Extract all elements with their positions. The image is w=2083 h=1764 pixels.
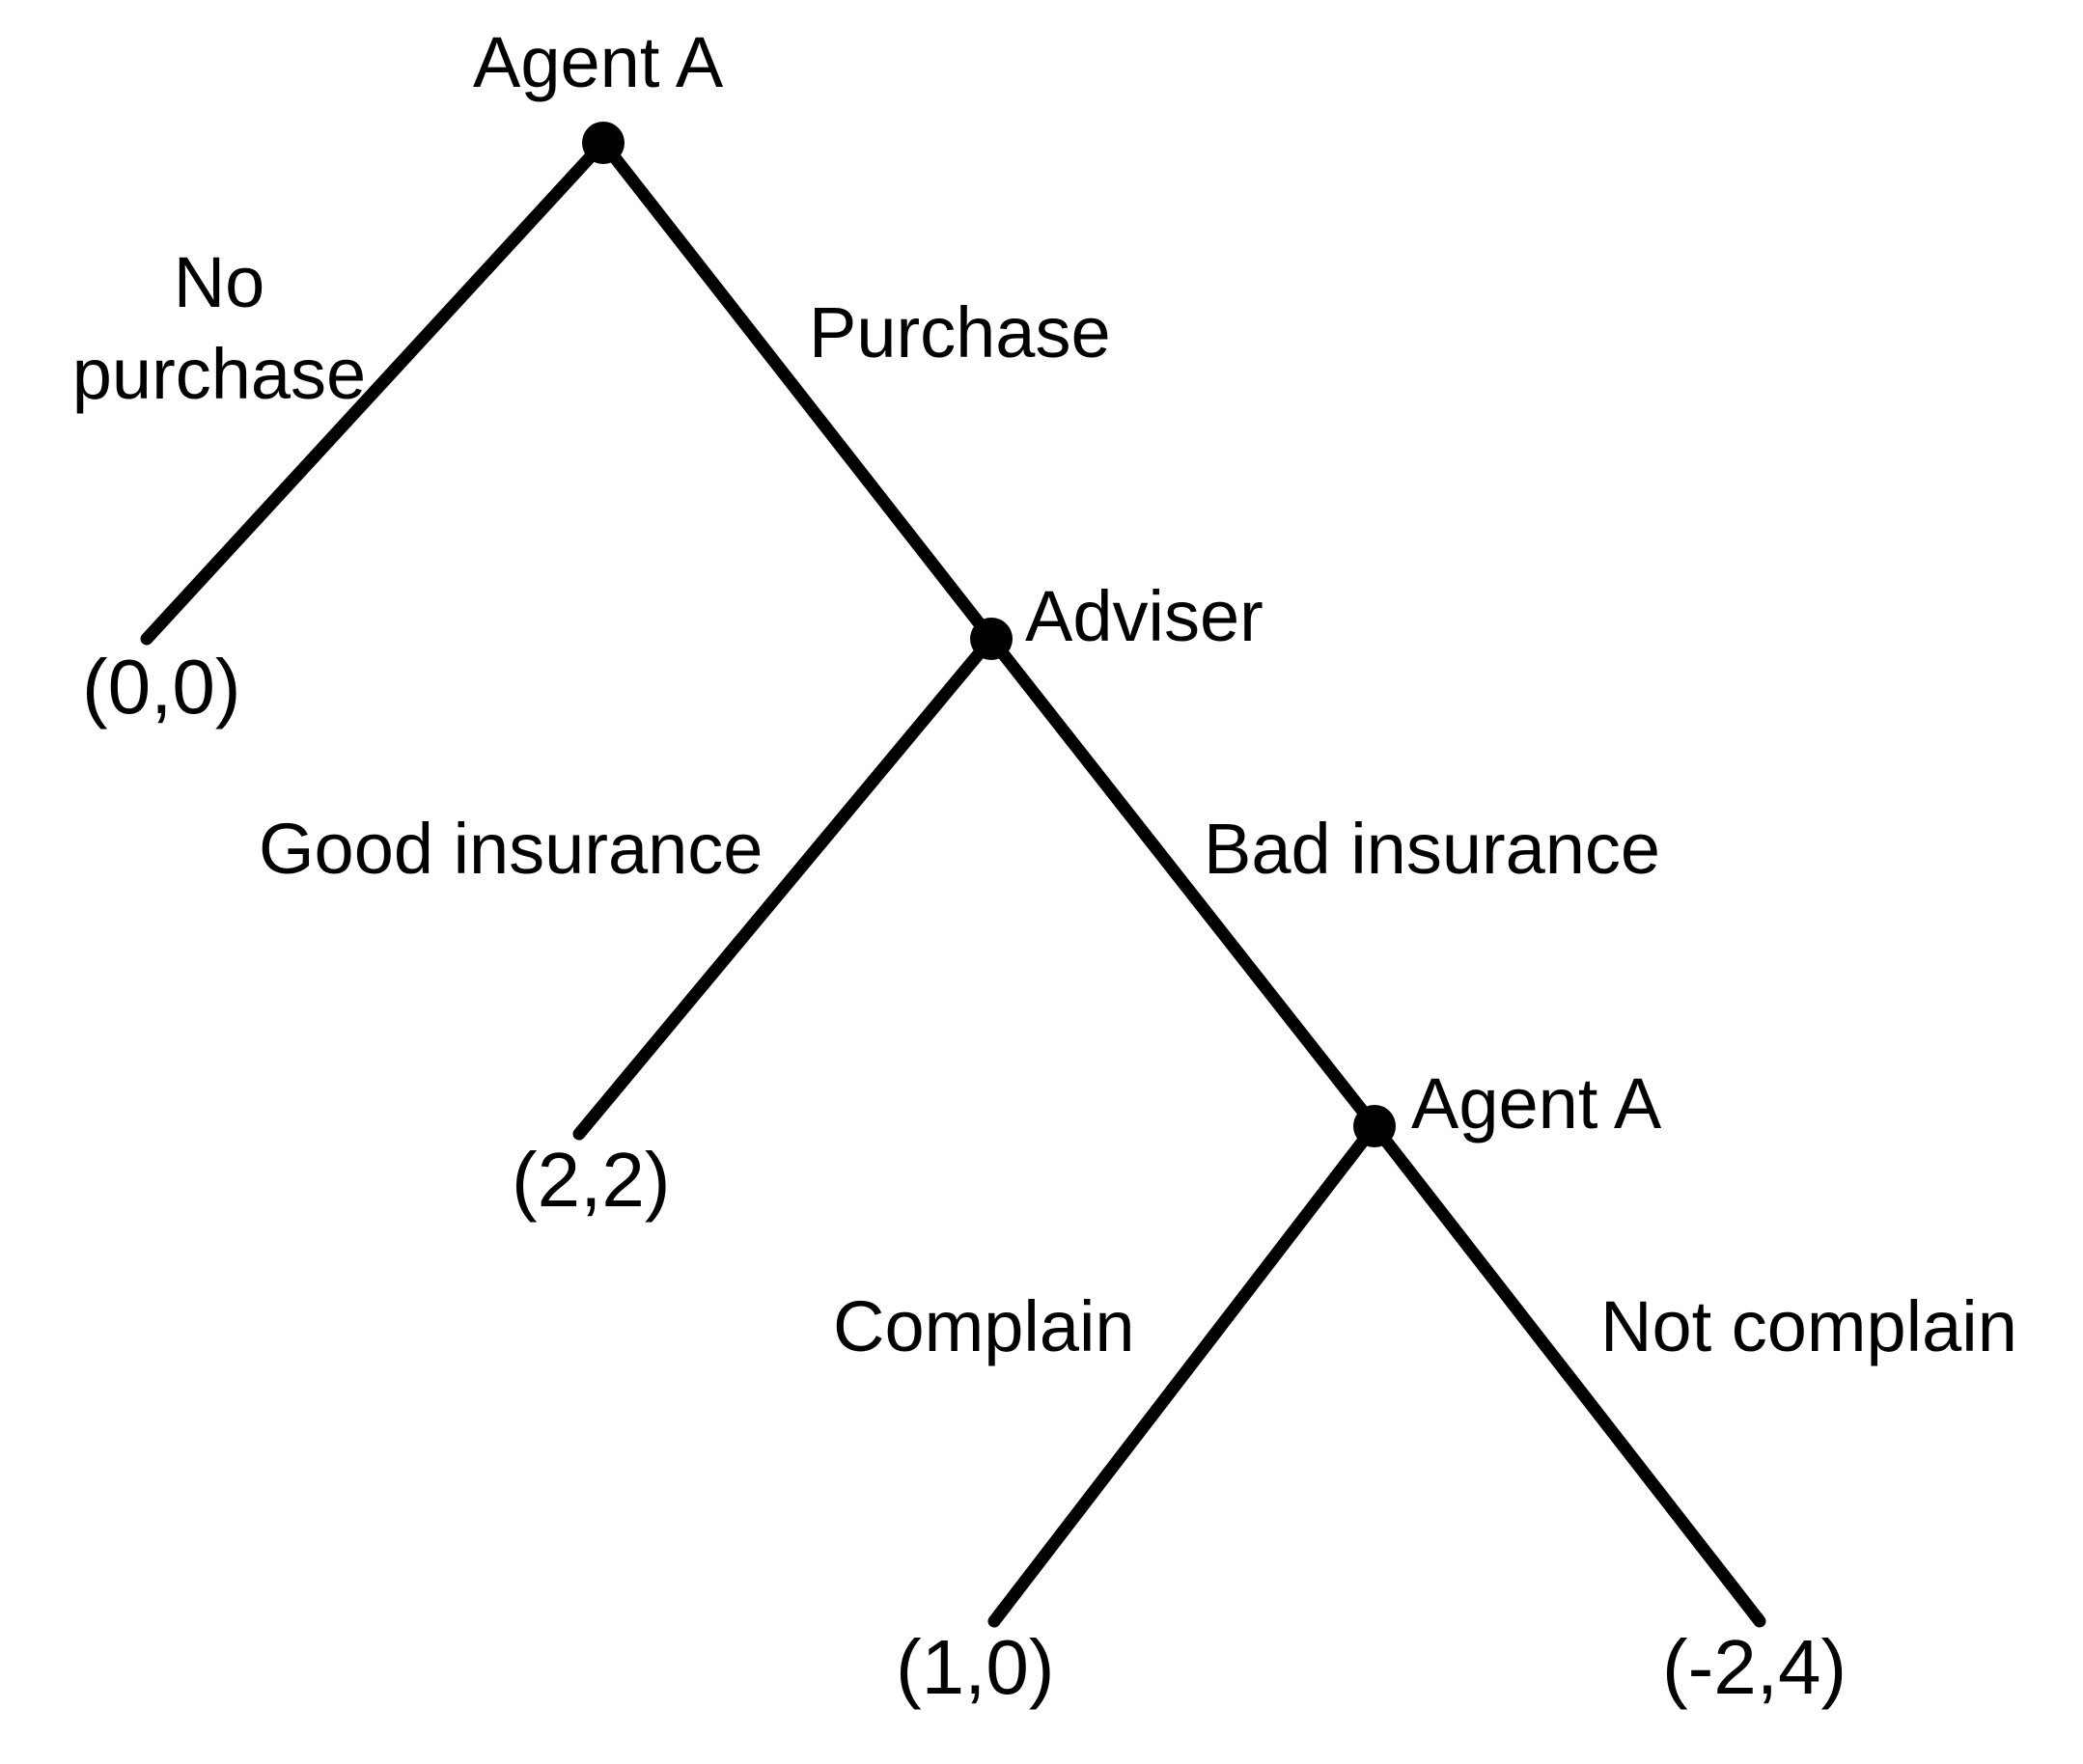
payoff-label-good-insurance: (2,2) [512, 1137, 671, 1223]
edge-complain-line [987, 1119, 1381, 1628]
edge-good-insurance-line [572, 632, 998, 1141]
payoff-label-complain: (1,0) [896, 1624, 1055, 1710]
edge-no-purchase-line [140, 136, 610, 646]
payoff-label-not-complain: (-2,4) [1662, 1624, 1847, 1710]
node-label-root-agent-a: Agent A [473, 22, 724, 102]
node-label-adviser: Adviser [1025, 576, 1264, 656]
edge-label-good-insurance: Good insurance [259, 809, 764, 889]
edge-purchase-line [597, 136, 998, 646]
edge-label-no-purchase: No purchase [71, 242, 367, 414]
edge-label-bad-insurance: Bad insurance [1204, 809, 1661, 889]
payoff-label-no-purchase: (0,0) [82, 644, 241, 730]
node-label-agent-a-2: Agent A [1411, 1063, 1662, 1144]
node-dot-agent-a-2[interactable] [1353, 1105, 1396, 1147]
edge-label-purchase: Purchase [809, 292, 1111, 372]
edge-bad-insurance-line [985, 632, 1381, 1133]
node-dot-root[interactable] [582, 122, 625, 164]
node-dot-adviser[interactable] [970, 618, 1013, 660]
edge-not-complain-line [1368, 1119, 1766, 1628]
edge-label-not-complain: Not complain [1600, 1286, 2017, 1366]
edge-label-complain: Complain [833, 1286, 1135, 1366]
